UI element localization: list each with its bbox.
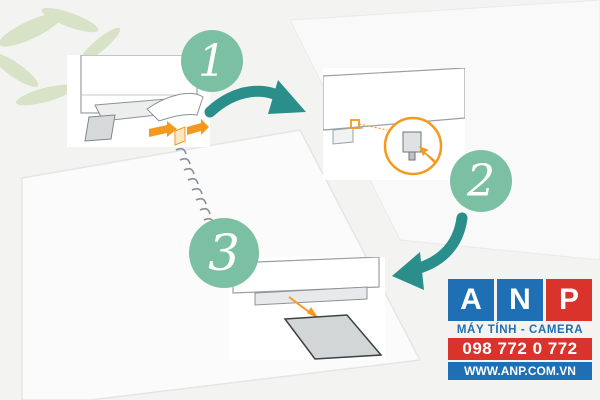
plant-leaves	[0, 7, 121, 106]
arrow-step2-to-step3	[392, 212, 468, 290]
step3-printer-panel	[229, 257, 385, 360]
arrow-step1-to-step2	[204, 80, 306, 118]
paper-tray	[84, 114, 116, 142]
logo-letter-a: A	[448, 279, 494, 321]
logo-website: WWW.ANP.COM.VN	[448, 362, 592, 380]
release-lever	[402, 131, 422, 153]
step-badge-1: 1	[181, 30, 243, 92]
push-arrow-icon	[419, 146, 435, 164]
anp-logo: A N P MÁY TÍNH - CAMERA 098 772 0 772 WW…	[448, 279, 592, 392]
step1-printer-panel	[67, 55, 210, 147]
logo-letter-n: N	[497, 279, 543, 321]
logo-letter-p: P	[546, 279, 592, 321]
step-badge-2: 2	[450, 150, 512, 212]
logo-letters: A N P	[448, 279, 592, 321]
hand-icon	[146, 93, 204, 122]
step2-printer-panel	[323, 68, 465, 180]
step-badge-3: 3	[189, 218, 259, 288]
logo-phone: 098 772 0 772	[448, 338, 592, 360]
orange-arrow-icon	[149, 121, 177, 137]
pull-arrow-icon	[307, 307, 319, 319]
logo-tagline: MÁY TÍNH - CAMERA	[456, 324, 584, 336]
jammed-paper	[283, 314, 383, 360]
